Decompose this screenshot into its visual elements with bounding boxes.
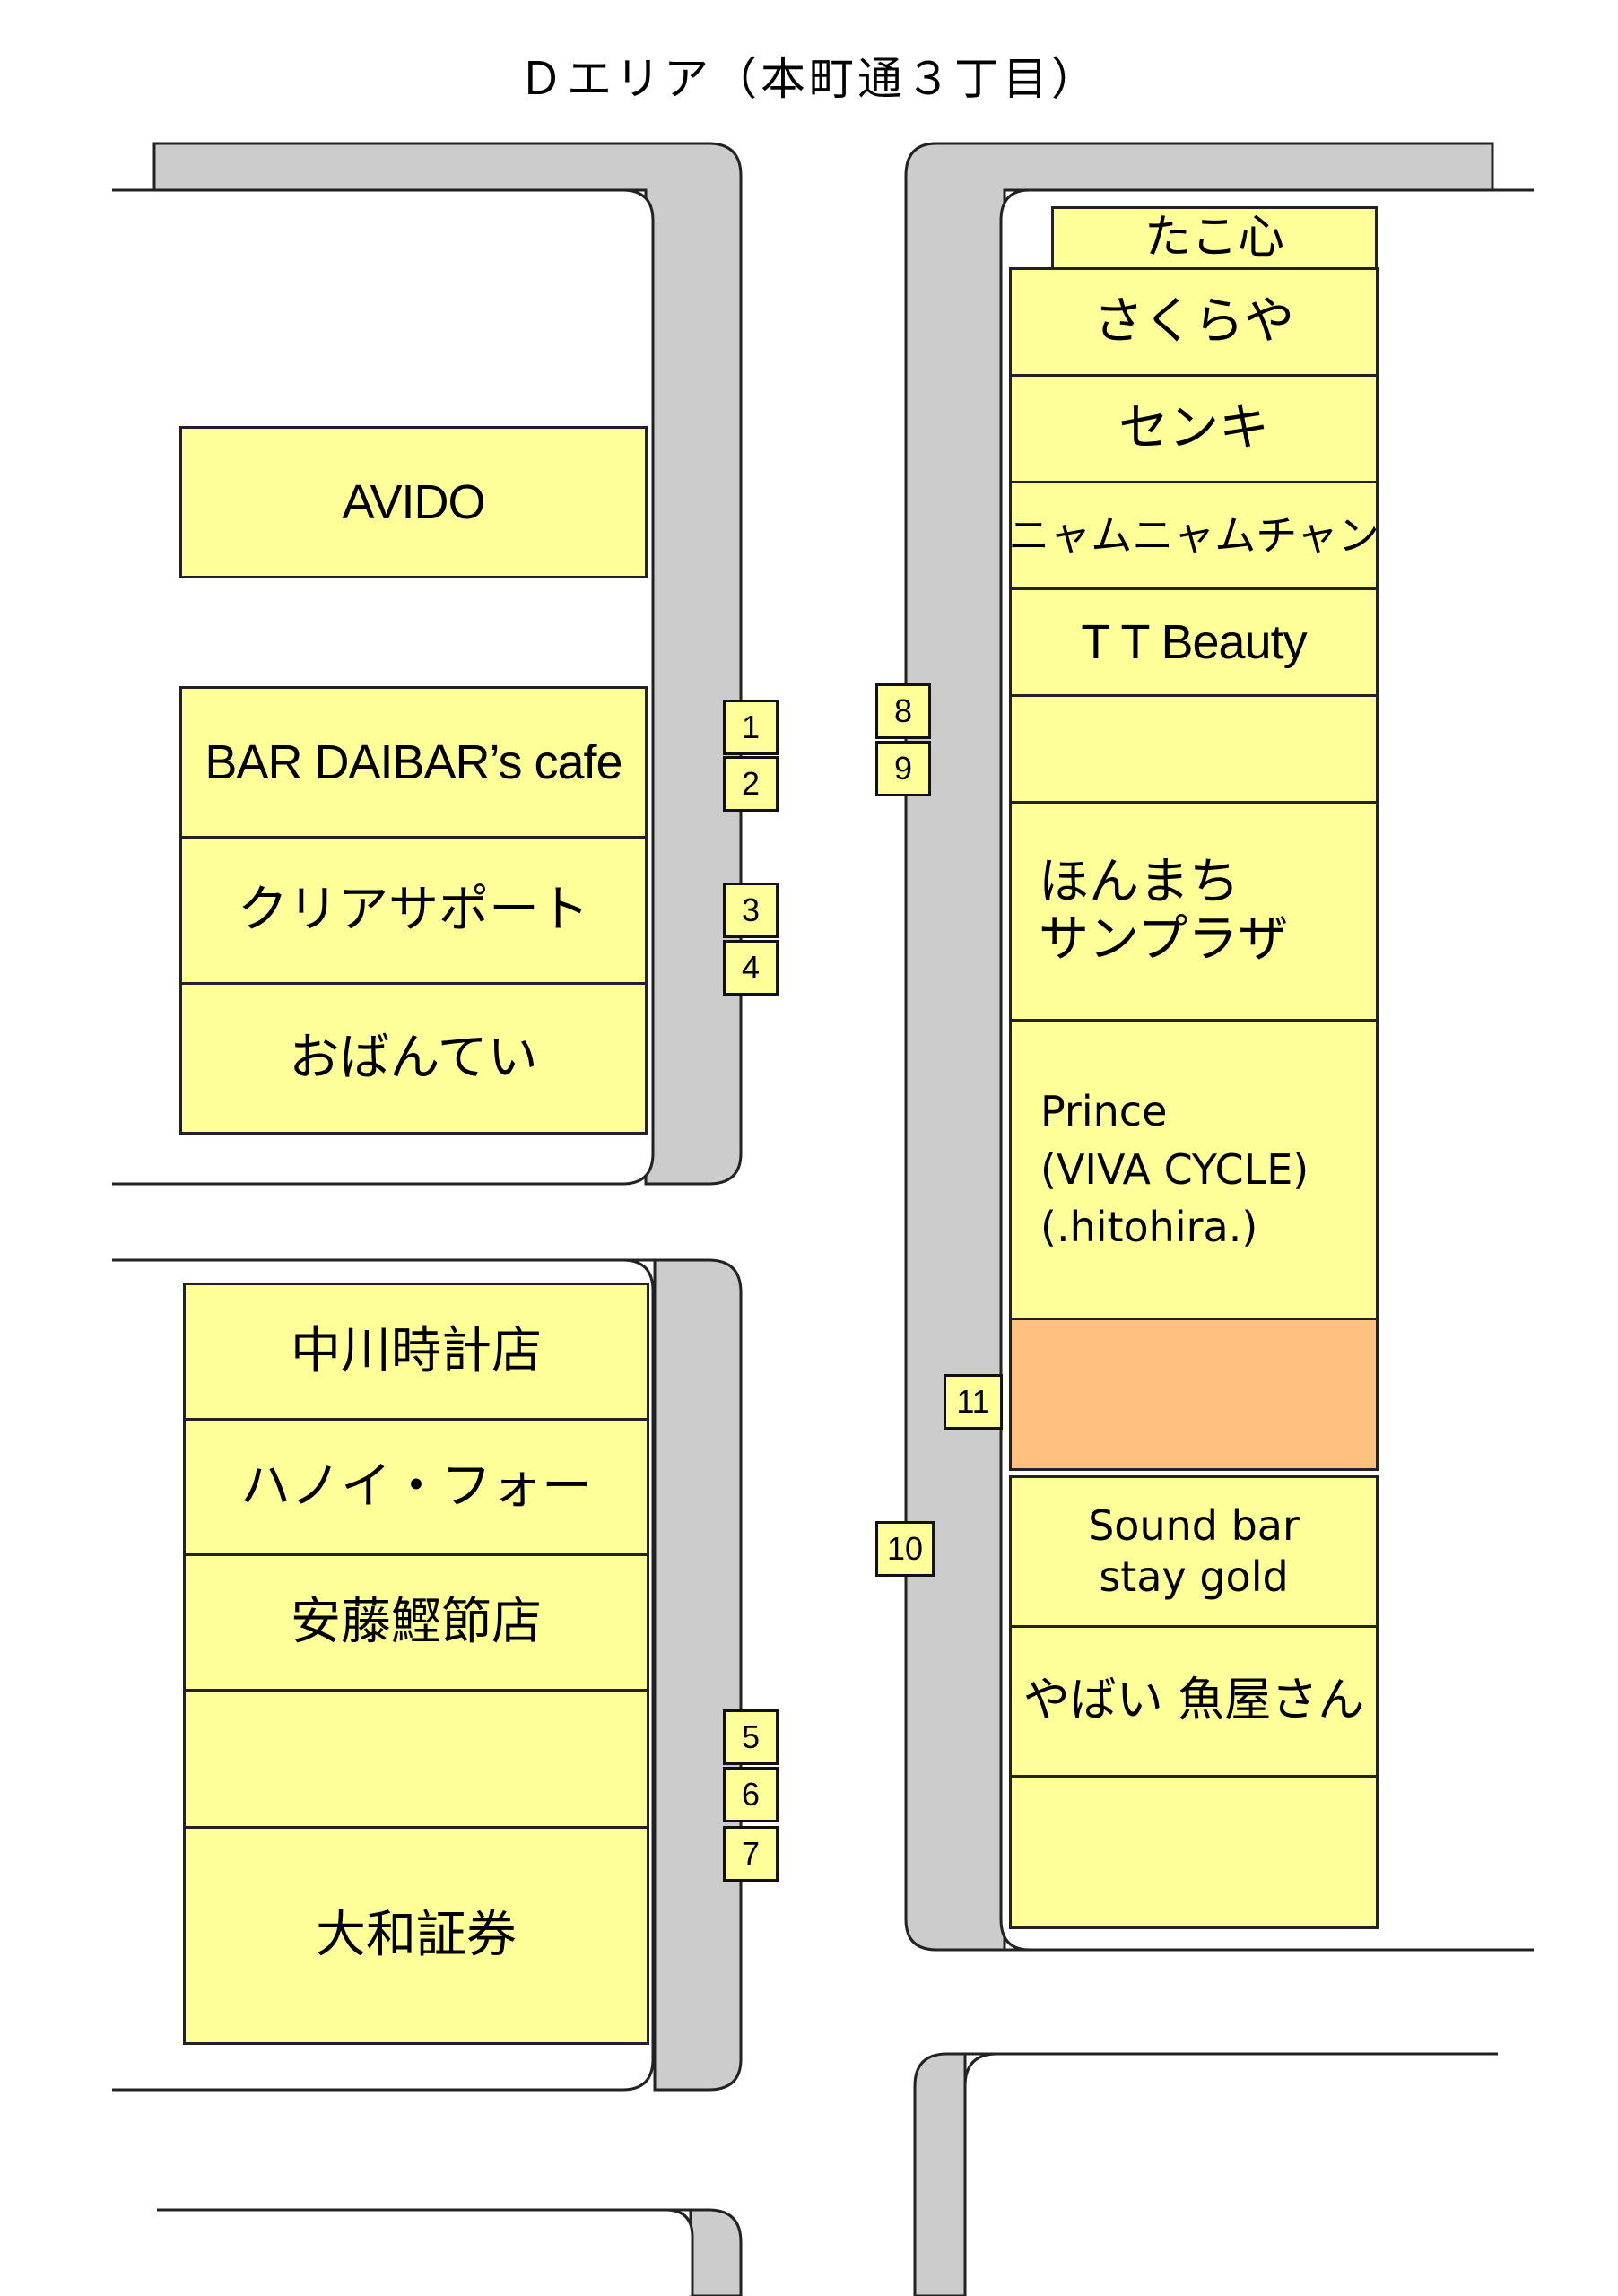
marker-4[interactable]: 4: [723, 940, 779, 996]
shop-takoshin[interactable]: たこ心: [1051, 206, 1378, 271]
shop-tt-beauty[interactable]: T T Beauty: [1009, 587, 1379, 697]
shop-honmachi-sunplaza[interactable]: ほんまち サンプラザ: [1009, 801, 1379, 1022]
marker-8[interactable]: 8: [875, 683, 931, 739]
marker-7[interactable]: 7: [723, 1826, 779, 1882]
shop-obantei[interactable]: おばんてい: [179, 982, 648, 1135]
marker-2[interactable]: 2: [723, 756, 779, 812]
shop-nyam-nyam-chan[interactable]: ニャムニャムチャン: [1009, 481, 1379, 590]
shop-empty-right-1[interactable]: [1009, 694, 1379, 804]
shop-avido[interactable]: AVIDO: [179, 426, 648, 578]
shop-sakuraya[interactable]: さくらや: [1009, 267, 1379, 377]
shop-ando-katsuobushi[interactable]: 安藤鰹節店: [183, 1553, 649, 1692]
shop-prince[interactable]: Prince (VIVA CYCLE) (.hitohira.): [1009, 1019, 1379, 1320]
shop-highlighted[interactable]: [1009, 1318, 1379, 1471]
marker-5[interactable]: 5: [723, 1709, 779, 1765]
shop-hanoi-pho[interactable]: ハノイ・フォー: [183, 1418, 649, 1556]
shop-bar-daibar[interactable]: BAR DAIBAR’s cafe: [179, 686, 648, 839]
marker-6[interactable]: 6: [723, 1767, 779, 1822]
shop-yabai-sakanaya[interactable]: やばい 魚屋さん: [1009, 1625, 1379, 1778]
shop-empty-right-2[interactable]: [1009, 1775, 1379, 1929]
marker-11[interactable]: 11: [944, 1374, 1003, 1430]
shop-sound-bar-stay-gold[interactable]: Sound bar stay gold: [1009, 1475, 1379, 1628]
road-left-bottom: [117, 1258, 743, 2092]
road-bottom-left: [157, 2208, 743, 2296]
marker-10[interactable]: 10: [875, 1521, 935, 1577]
marker-3[interactable]: 3: [723, 883, 779, 938]
road-left-top: [152, 142, 743, 1186]
road-bottom-right: [913, 2052, 1498, 2296]
shop-daiwa-securities[interactable]: 大和証券: [183, 1826, 649, 2045]
map-title: Ｄエリア（本町通３丁目）: [518, 53, 1100, 105]
marker-1[interactable]: 1: [723, 700, 779, 755]
block-bottom-right: [963, 2052, 1498, 2296]
shop-empty-left[interactable]: [183, 1689, 649, 1829]
shop-clear-support[interactable]: クリアサポート: [179, 836, 648, 985]
marker-9[interactable]: 9: [875, 741, 931, 796]
block-bottom-left: [157, 2208, 694, 2296]
shop-nakagawa-watch[interactable]: 中川時計店: [183, 1283, 649, 1421]
shop-senki[interactable]: センキ: [1009, 374, 1379, 483]
